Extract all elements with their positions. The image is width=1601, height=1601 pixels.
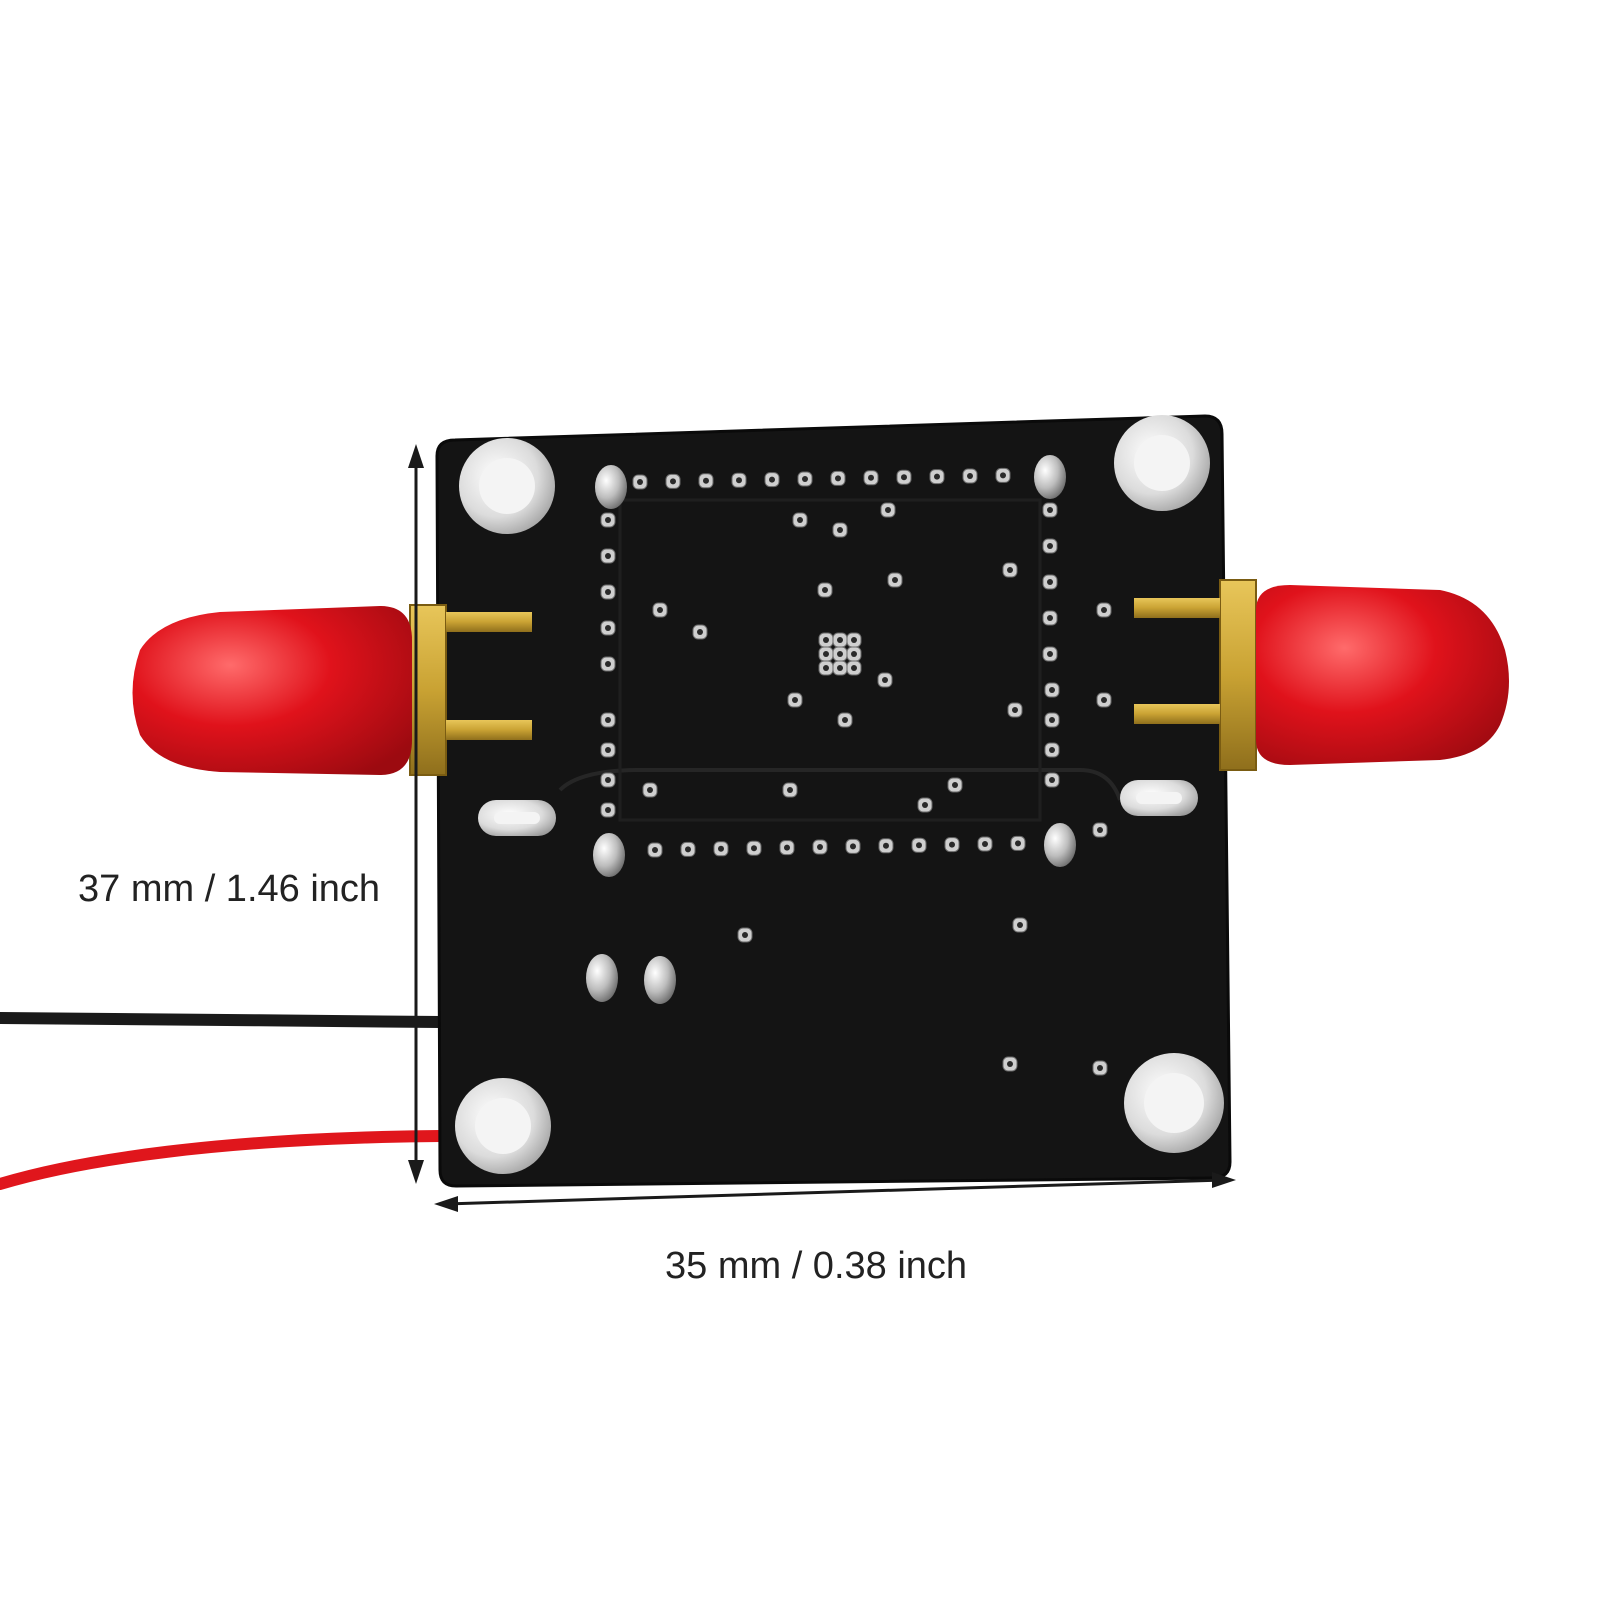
via-hole-center bbox=[736, 477, 742, 484]
via-hole-center bbox=[823, 665, 829, 671]
via-hole-center bbox=[742, 932, 748, 938]
via-hole-center bbox=[868, 474, 874, 481]
via-hole-center bbox=[1007, 567, 1013, 573]
via-hole-center bbox=[784, 844, 790, 851]
via-hole-center bbox=[1049, 777, 1055, 783]
via-hole-center bbox=[892, 577, 898, 583]
via-hole-center bbox=[1047, 651, 1053, 657]
via-hole-center bbox=[916, 842, 922, 849]
via-hole-center bbox=[605, 517, 611, 523]
via-hole-center bbox=[850, 843, 856, 850]
via-hole-center bbox=[605, 777, 611, 783]
via-hole-center bbox=[703, 477, 709, 484]
via-hole-center bbox=[1047, 615, 1053, 621]
solder-pin-6 bbox=[644, 956, 676, 1004]
solder-pin-1 bbox=[595, 465, 627, 509]
via-hole-center bbox=[842, 717, 848, 723]
slot-pad-right bbox=[1120, 780, 1198, 816]
mounting-hole-bottom-left bbox=[455, 1078, 551, 1174]
via-hole-center bbox=[883, 842, 889, 849]
via-hole-center bbox=[882, 677, 888, 683]
via-holes bbox=[600, 467, 1112, 1076]
sma-connector-left bbox=[132, 604, 532, 776]
via-hole-center bbox=[851, 665, 857, 671]
via-hole-center bbox=[823, 637, 829, 643]
via-hole-center bbox=[1049, 747, 1055, 753]
via-hole-center bbox=[885, 507, 891, 513]
via-hole-center bbox=[835, 475, 841, 482]
via-hole-center bbox=[605, 807, 611, 813]
solder-pin-3 bbox=[593, 833, 625, 877]
solder-pin-5 bbox=[586, 954, 618, 1002]
black-wire bbox=[0, 1012, 446, 1028]
via-hole-center bbox=[1007, 1061, 1013, 1067]
via-hole-center bbox=[837, 637, 843, 643]
via-hole-center bbox=[837, 527, 843, 533]
via-hole-center bbox=[901, 474, 907, 481]
mounting-hole-top-left bbox=[459, 438, 555, 534]
via-hole-center bbox=[802, 476, 808, 482]
width-dimension-arrow bbox=[434, 1172, 1236, 1212]
via-hole-center bbox=[822, 587, 828, 593]
via-hole-center bbox=[1097, 827, 1103, 833]
via-hole-center bbox=[652, 847, 658, 853]
via-hole-center bbox=[718, 845, 724, 852]
via-hole-center bbox=[1049, 687, 1055, 693]
via-hole-center bbox=[1101, 697, 1107, 703]
via-hole-center bbox=[605, 589, 611, 595]
height-dimension-arrow bbox=[408, 444, 424, 1184]
via-hole-center bbox=[952, 782, 958, 788]
via-hole-center bbox=[605, 553, 611, 559]
via-hole-center bbox=[1047, 579, 1053, 585]
via-hole-center bbox=[922, 802, 928, 808]
via-hole-center bbox=[1000, 472, 1006, 479]
via-hole-center bbox=[1097, 1065, 1103, 1071]
solder-pin-2 bbox=[1034, 455, 1066, 499]
via-hole-center bbox=[605, 625, 611, 631]
via-hole-center bbox=[1012, 707, 1018, 713]
via-hole-center bbox=[792, 697, 798, 703]
via-hole-center bbox=[637, 479, 643, 485]
width-dimension-label: 35 mm / 0.38 inch bbox=[665, 1245, 968, 1287]
slot-pad-left bbox=[478, 800, 556, 836]
via-hole-center bbox=[823, 651, 829, 657]
via-hole-center bbox=[967, 473, 973, 479]
via-hole-center bbox=[817, 844, 823, 850]
via-hole-center bbox=[1047, 543, 1053, 549]
via-hole-center bbox=[697, 629, 703, 635]
via-hole-center bbox=[837, 665, 843, 671]
mounting-hole-top-right bbox=[1114, 415, 1210, 511]
via-hole-center bbox=[837, 651, 843, 657]
via-hole-center bbox=[751, 845, 757, 852]
via-hole-center bbox=[934, 473, 940, 480]
via-hole-center bbox=[1101, 607, 1107, 613]
via-hole-center bbox=[670, 478, 676, 485]
height-dimension-label: 37 mm / 1.46 inch bbox=[78, 868, 381, 910]
via-hole-center bbox=[647, 787, 653, 793]
via-hole-center bbox=[1015, 840, 1021, 847]
via-hole-center bbox=[787, 787, 793, 793]
via-hole-center bbox=[605, 661, 611, 667]
via-hole-center bbox=[851, 637, 857, 643]
via-hole-center bbox=[685, 846, 691, 853]
via-hole-center bbox=[949, 841, 955, 848]
solder-pin-4 bbox=[1044, 823, 1076, 867]
via-hole-center bbox=[851, 651, 857, 657]
via-hole-center bbox=[797, 517, 803, 523]
via-hole-center bbox=[982, 841, 988, 847]
via-hole-center bbox=[605, 747, 611, 753]
mounting-hole-bottom-right bbox=[1124, 1053, 1224, 1153]
sma-connector-right bbox=[1134, 579, 1509, 771]
via-hole-center bbox=[769, 476, 775, 483]
via-hole-center bbox=[1047, 507, 1053, 513]
via-hole-center bbox=[1017, 922, 1023, 928]
via-hole-center bbox=[1049, 717, 1055, 723]
via-hole-center bbox=[605, 717, 611, 723]
red-wire bbox=[0, 1130, 446, 1190]
via-hole-center bbox=[657, 607, 663, 613]
